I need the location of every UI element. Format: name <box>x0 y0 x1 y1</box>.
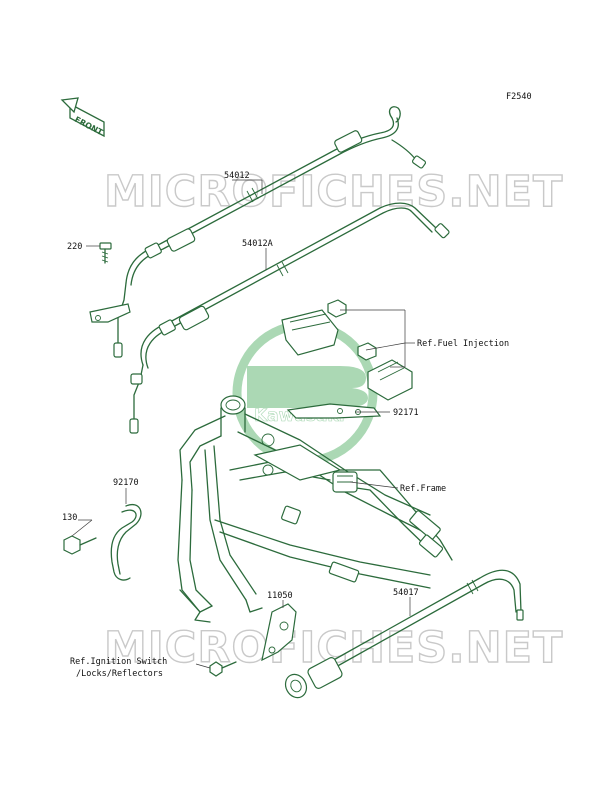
choke-cable-54017 <box>284 569 524 699</box>
screw-ignition-ref <box>209 661 237 677</box>
label-54012a: 54012A <box>242 239 273 249</box>
label-ref-fuel-injection: Ref.Fuel Injection <box>417 339 509 349</box>
throttle-cable-54012a <box>129 202 450 434</box>
throttle-cable-54012 <box>89 106 427 358</box>
leader-lines <box>71 179 415 669</box>
bracket-92170 <box>110 503 142 581</box>
label-92171: 92171 <box>393 408 419 418</box>
bolt-220 <box>99 242 112 264</box>
label-54017: 54017 <box>393 588 419 598</box>
bracket-11050 <box>261 603 297 662</box>
bolt-130 <box>63 535 97 555</box>
fuel-injection-parts <box>281 299 413 419</box>
label-11050: 11050 <box>267 591 293 601</box>
label-220: 220 <box>67 242 82 252</box>
label-92170: 92170 <box>113 478 139 488</box>
label-ref-frame: Ref.Frame <box>400 484 446 494</box>
motorcycle-frame <box>177 395 453 623</box>
label-ref-ignition-switch: Ref.Ignition Switch <box>70 657 167 667</box>
label-54012: 54012 <box>224 171 250 181</box>
watermark-top: MICROFICHES.NET <box>104 167 563 217</box>
diagram-code: F2540 <box>506 92 532 102</box>
front-arrow-icon: FRONT <box>60 97 105 137</box>
label-locks-reflectors: /Locks/Reflectors <box>76 669 163 679</box>
label-130: 130 <box>62 513 77 523</box>
